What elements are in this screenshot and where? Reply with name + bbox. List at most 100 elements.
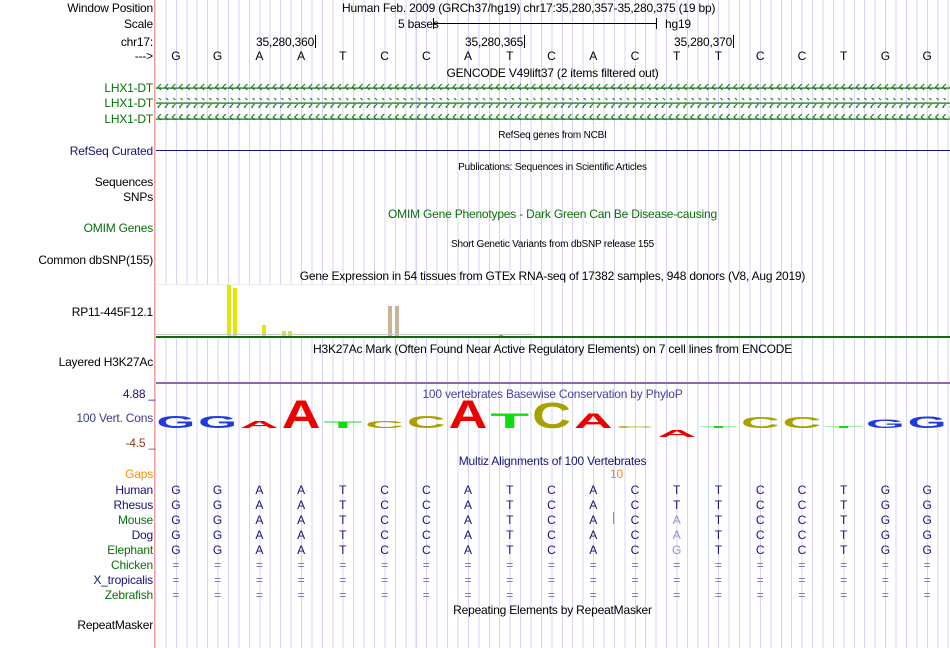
alignment-base: A bbox=[255, 513, 264, 527]
gtex-title[interactable]: Gene Expression in 54 tissues from GTEx … bbox=[299, 269, 806, 283]
logo-letter-g: G bbox=[198, 412, 237, 432]
logo-letter-a: A bbox=[574, 409, 613, 433]
alignment-base: = bbox=[255, 558, 263, 572]
position-tick-2: 35,280,365 bbox=[465, 35, 526, 49]
logo-letter-t: T bbox=[699, 426, 738, 429]
species-label-x_tropicalis[interactable]: X_tropicalis bbox=[93, 573, 153, 587]
reference-base: T bbox=[506, 49, 514, 63]
alignment-base: T bbox=[714, 483, 723, 497]
alignment-base: C bbox=[630, 528, 640, 542]
strand-label: ---> bbox=[134, 49, 153, 63]
gtex-tissue-bar[interactable] bbox=[262, 325, 266, 336]
assembly-position: Human Feb. 2009 (GRCh37/hg19) chr17:35,2… bbox=[342, 1, 716, 15]
snps-label[interactable]: SNPs bbox=[123, 190, 153, 204]
alignment-base: C bbox=[380, 528, 389, 542]
alignment-base: A bbox=[464, 543, 473, 557]
alignment-base: = bbox=[422, 573, 430, 587]
phylop-max-label: 4.88 _ bbox=[122, 387, 155, 401]
chrom-label: chr17: bbox=[120, 35, 153, 49]
alignment-base: C bbox=[380, 498, 389, 512]
dbsnp-title[interactable]: Short Genetic Variants from dbSNP releas… bbox=[451, 239, 654, 250]
repeatmasker-label[interactable]: RepeatMasker bbox=[77, 618, 153, 632]
refseq-curated-label[interactable]: RefSeq Curated bbox=[69, 144, 153, 158]
gtex-tissue-bar[interactable] bbox=[388, 306, 392, 336]
gene-label-lhx1-dt[interactable]: LHX1-DT bbox=[104, 112, 153, 126]
alignment-base: = bbox=[297, 588, 305, 602]
reference-base: G bbox=[922, 49, 932, 63]
mouse-insertion-marker bbox=[613, 512, 614, 524]
species-label-human[interactable]: Human bbox=[115, 483, 153, 497]
alignment-base: = bbox=[881, 573, 889, 587]
alignment-base: = bbox=[589, 588, 597, 602]
alignment-base: A bbox=[589, 483, 598, 497]
alignment-base: = bbox=[172, 588, 180, 602]
h3k27ac-title[interactable]: H3K27Ac Mark (Often Found Near Active Re… bbox=[313, 342, 792, 356]
reference-base: C bbox=[421, 49, 431, 63]
gtex-tissue-bar[interactable] bbox=[395, 306, 399, 336]
refseq-gene-line[interactable] bbox=[156, 150, 950, 151]
gtex-tissue-bar[interactable] bbox=[282, 331, 286, 336]
position-tick-3: 35,280,370 bbox=[674, 35, 735, 49]
species-label-chicken[interactable]: Chicken bbox=[111, 558, 153, 572]
species-label-rhesus[interactable]: Rhesus bbox=[113, 498, 154, 512]
alignment-base: G bbox=[922, 483, 932, 497]
repeatmasker-title[interactable]: Repeating Elements by RepeatMasker bbox=[453, 603, 652, 617]
gencode-title[interactable]: GENCODE V49lift37 (2 items filtered out) bbox=[446, 66, 659, 80]
alignment-base: = bbox=[422, 558, 430, 572]
reference-base: A bbox=[464, 49, 473, 63]
alignment-base: G bbox=[212, 498, 223, 512]
logo-letter-t: T bbox=[490, 409, 529, 433]
alignment-base: A bbox=[672, 513, 681, 527]
publications-title[interactable]: Publications: Sequences in Scientific Ar… bbox=[458, 162, 647, 173]
gene-label-lhx1-dt[interactable]: LHX1-DT bbox=[104, 81, 153, 95]
species-label-mouse[interactable]: Mouse bbox=[117, 513, 153, 527]
gtex-tissue-bar[interactable] bbox=[233, 288, 237, 336]
alignment-base: C bbox=[797, 483, 807, 497]
alignment-base: = bbox=[923, 588, 931, 602]
reference-base: T bbox=[839, 49, 848, 63]
alignment-base: G bbox=[171, 483, 181, 497]
gencode-gene-models[interactable] bbox=[156, 82, 950, 126]
gene-label-lhx1-dt[interactable]: LHX1-DT bbox=[104, 96, 153, 110]
alignment-base: G bbox=[212, 543, 223, 557]
logo-letter-a: A bbox=[449, 392, 488, 437]
gtex-tissue-bar[interactable] bbox=[288, 331, 292, 336]
scale-label: Scale bbox=[123, 17, 153, 31]
h3k27ac-signal-line bbox=[156, 382, 950, 384]
gtex-tissue-bar[interactable] bbox=[227, 285, 231, 336]
alignment-base: G bbox=[922, 498, 932, 512]
omim-genes-label[interactable]: OMIM Genes bbox=[83, 221, 154, 235]
alignment-base: C bbox=[547, 513, 556, 527]
sequences-label[interactable]: Sequences bbox=[94, 175, 153, 189]
alignment-base: A bbox=[297, 483, 306, 497]
alignment-base: = bbox=[631, 573, 639, 587]
gtex-expression-chart[interactable] bbox=[156, 284, 535, 336]
gtex-gene-label[interactable]: RP11-445F12.1 bbox=[71, 305, 153, 319]
multiz-title[interactable]: Multiz Alignments of 100 Vertebrates bbox=[458, 454, 647, 468]
alignment-base: = bbox=[923, 558, 931, 572]
alignment-base: C bbox=[421, 498, 431, 512]
refseq-title[interactable]: RefSeq genes from NCBI bbox=[498, 130, 607, 141]
alignment-base: = bbox=[381, 588, 389, 602]
species-label-zebrafish[interactable]: Zebrafish bbox=[104, 588, 153, 602]
alignment-base: = bbox=[881, 588, 889, 602]
omim-title[interactable]: OMIM Gene Phenotypes - Dark Green Can Be… bbox=[388, 207, 717, 221]
alignment-base: A bbox=[589, 498, 598, 512]
h3k27ac-label[interactable]: Layered H3K27Ac bbox=[58, 355, 154, 369]
species-label-elephant[interactable]: Elephant bbox=[107, 543, 153, 557]
phylop-title[interactable]: 100 vertebrates Basewise Conservation by… bbox=[422, 387, 683, 401]
alignment-base: T bbox=[506, 483, 514, 497]
species-label-dog[interactable]: Dog bbox=[131, 528, 154, 542]
common-dbsnp-label[interactable]: Common dbSNP(155) bbox=[38, 253, 153, 267]
gtex-tissue-bar[interactable] bbox=[499, 334, 503, 336]
alignment-base: T bbox=[714, 543, 723, 557]
alignment-base: = bbox=[589, 558, 597, 572]
alignment-base: = bbox=[840, 558, 848, 572]
alignment-base: = bbox=[840, 588, 848, 602]
alignment-base: C bbox=[421, 528, 431, 542]
alignment-base: G bbox=[171, 498, 181, 512]
phylop-label[interactable]: 100 Vert. Cons bbox=[76, 411, 153, 425]
window-position-label: Window Position bbox=[67, 1, 153, 15]
